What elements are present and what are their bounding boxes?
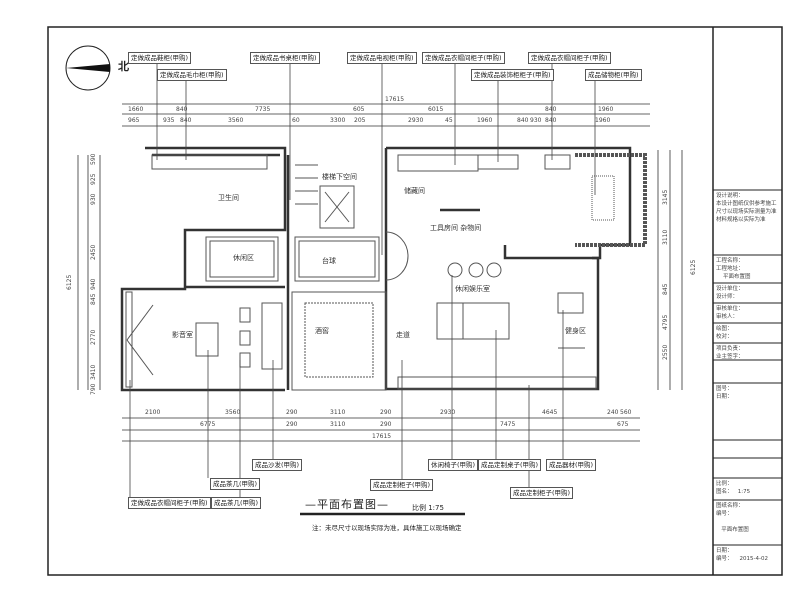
- north-label: 北: [118, 60, 129, 73]
- dimension-text: 7475: [500, 421, 516, 428]
- dimension-text: 3300: [330, 117, 346, 124]
- room-label: 楼梯下空间: [322, 173, 357, 181]
- drawing-title: —平面布置图—: [305, 498, 389, 511]
- dimension-text: 2550: [662, 344, 669, 360]
- dimension-text: 1960: [595, 117, 611, 124]
- room-label: 影音室: [172, 331, 193, 339]
- dimension-text: 3110: [662, 229, 669, 245]
- room-label: 休闲区: [233, 254, 254, 262]
- bottom-callout-label: 成品茶几(甲购): [210, 478, 261, 490]
- room-label: 卫生间: [218, 194, 239, 202]
- dimension-text: 45: [445, 117, 453, 124]
- top-callout-label: 定做成品鞋柜(甲购): [128, 52, 192, 64]
- dimension-text: 290: [286, 409, 298, 416]
- dimension-text: 4645: [542, 409, 558, 416]
- title-block-cell: 审核单位： 审核人：: [716, 306, 744, 320]
- dimension-text: 3410: [90, 364, 97, 380]
- dimension-text: 6125: [66, 274, 73, 290]
- dimension-text: 1960: [477, 117, 493, 124]
- bottom-callout-label: 成品定制柜子(甲购): [370, 479, 434, 491]
- title-block-cell: 比例： 图名： 1:75: [716, 481, 751, 495]
- dimension-text: 205: [354, 117, 366, 124]
- top-callout-label: 定做成品书桌柜(甲购): [250, 52, 320, 64]
- dimension-text: 2770: [90, 329, 97, 345]
- dimension-text: 3560: [228, 117, 244, 124]
- north-arrow-icon: [65, 45, 111, 91]
- dimension-text: 290: [380, 421, 392, 428]
- drawing-note: 注：未尽尺寸以现场实际为准，具体施工以现场确定: [312, 524, 462, 532]
- bottom-callout-label: 成品定制桌子(甲购): [478, 459, 542, 471]
- dimension-text: 840: [545, 117, 557, 124]
- room-label: 工具房间 杂物间: [430, 224, 482, 232]
- dimension-text: 3110: [330, 421, 346, 428]
- title-block-cell: 图号： 日期：: [716, 386, 733, 400]
- dimension-text: 840: [180, 117, 192, 124]
- dimension-text: 3145: [662, 189, 669, 205]
- dimension-text: 2930: [408, 117, 424, 124]
- dimension-text: 1960: [598, 106, 614, 113]
- dimension-text: 3110: [330, 409, 346, 416]
- bottom-callout-label: 成品沙发(甲购): [252, 459, 303, 471]
- dimension-text: 7735: [255, 106, 271, 113]
- top-callout-label: 定做成品衣帽间柜子(甲购): [422, 52, 505, 64]
- room-label: 健身区: [565, 327, 586, 335]
- title-block-cell: 设计说明： 本设计图纸仅供参考施工 尺寸以现场实际测量为准 材料规格以实际为准: [716, 193, 777, 223]
- dimension-text: 2450: [90, 244, 97, 260]
- dimension-text: 290: [286, 421, 298, 428]
- dimension-text: 240: [607, 409, 619, 416]
- dimension-text: 965: [128, 117, 140, 124]
- top-callout-label: 定做成品毛巾柜(甲购): [157, 69, 227, 81]
- title-block-cell: 日期： 编号： 2015-4-02: [716, 548, 768, 562]
- dimension-text: 290: [380, 409, 392, 416]
- dimension-text: 2100: [145, 409, 161, 416]
- dimension-text: 930: [90, 193, 97, 205]
- dimension-text: 935: [163, 117, 175, 124]
- dimension-text: 845: [90, 293, 97, 305]
- dimension-text: 605: [353, 106, 365, 113]
- bottom-callout-label: 休闲椅子(甲购): [428, 459, 479, 471]
- dimension-text: 6775: [200, 421, 216, 428]
- title-block-cell: 图纸名称： 编号： 平面布置图: [716, 503, 749, 533]
- room-label: 休闲娱乐室: [455, 285, 490, 293]
- room-label: 储藏间: [404, 187, 425, 195]
- dimension-text: 790: [90, 383, 97, 395]
- bottom-callout-label: 成品茶几(甲购): [211, 497, 262, 509]
- dimension-text: 4795: [662, 314, 669, 330]
- dimension-text: 2930: [440, 409, 456, 416]
- top-callout-label: 定做成品衣帽间柜子(甲购): [528, 52, 611, 64]
- top-callout-label: 定做成品电视柜(甲购): [347, 52, 417, 64]
- room-label: 走道: [396, 331, 410, 339]
- dimension-text: 925: [90, 173, 97, 185]
- room-label: 台球: [322, 257, 336, 265]
- dimension-text: 930: [530, 117, 542, 124]
- dimension-total-top: 17615: [385, 96, 405, 103]
- dimension-text: 1660: [128, 106, 144, 113]
- dimension-text: 6125: [690, 259, 697, 275]
- dimension-text: 940: [90, 278, 97, 290]
- dimension-text: 590: [90, 153, 97, 165]
- dimension-text: 845: [662, 283, 669, 295]
- dimension-total-bottom: 17615: [372, 433, 392, 440]
- bottom-callout-label: 成品定制柜子(甲购): [510, 487, 574, 499]
- dimension-text: 60: [292, 117, 300, 124]
- dimension-text: 840: [545, 106, 557, 113]
- top-callout-label: 定做成品装饰柜柜子(甲购): [471, 69, 554, 81]
- dimension-text: 840: [176, 106, 188, 113]
- title-block-cell: 项目负责： 业主签字：: [716, 346, 744, 360]
- title-block-cell: 工程名称： 工程地址： 平面布置图: [716, 258, 751, 280]
- dimension-text: 3560: [225, 409, 241, 416]
- dimension-text: 675: [617, 421, 629, 428]
- title-block-cell: 绘图： 校对：: [716, 326, 733, 340]
- dimension-text: 560: [620, 409, 632, 416]
- title-block-cell: 设计单位： 设计师：: [716, 286, 744, 300]
- dimension-text: 6015: [428, 106, 444, 113]
- dimension-text: 840: [517, 117, 529, 124]
- bottom-callout-label: 成品器材(甲购): [546, 459, 597, 471]
- drawing-scale: 比例 1:75: [412, 504, 444, 512]
- room-label: 酒窖: [315, 327, 329, 335]
- bottom-callout-label: 定做成品衣帽间柜子(甲购): [128, 497, 211, 509]
- top-callout-label: 成品储物柜(甲购): [585, 69, 642, 81]
